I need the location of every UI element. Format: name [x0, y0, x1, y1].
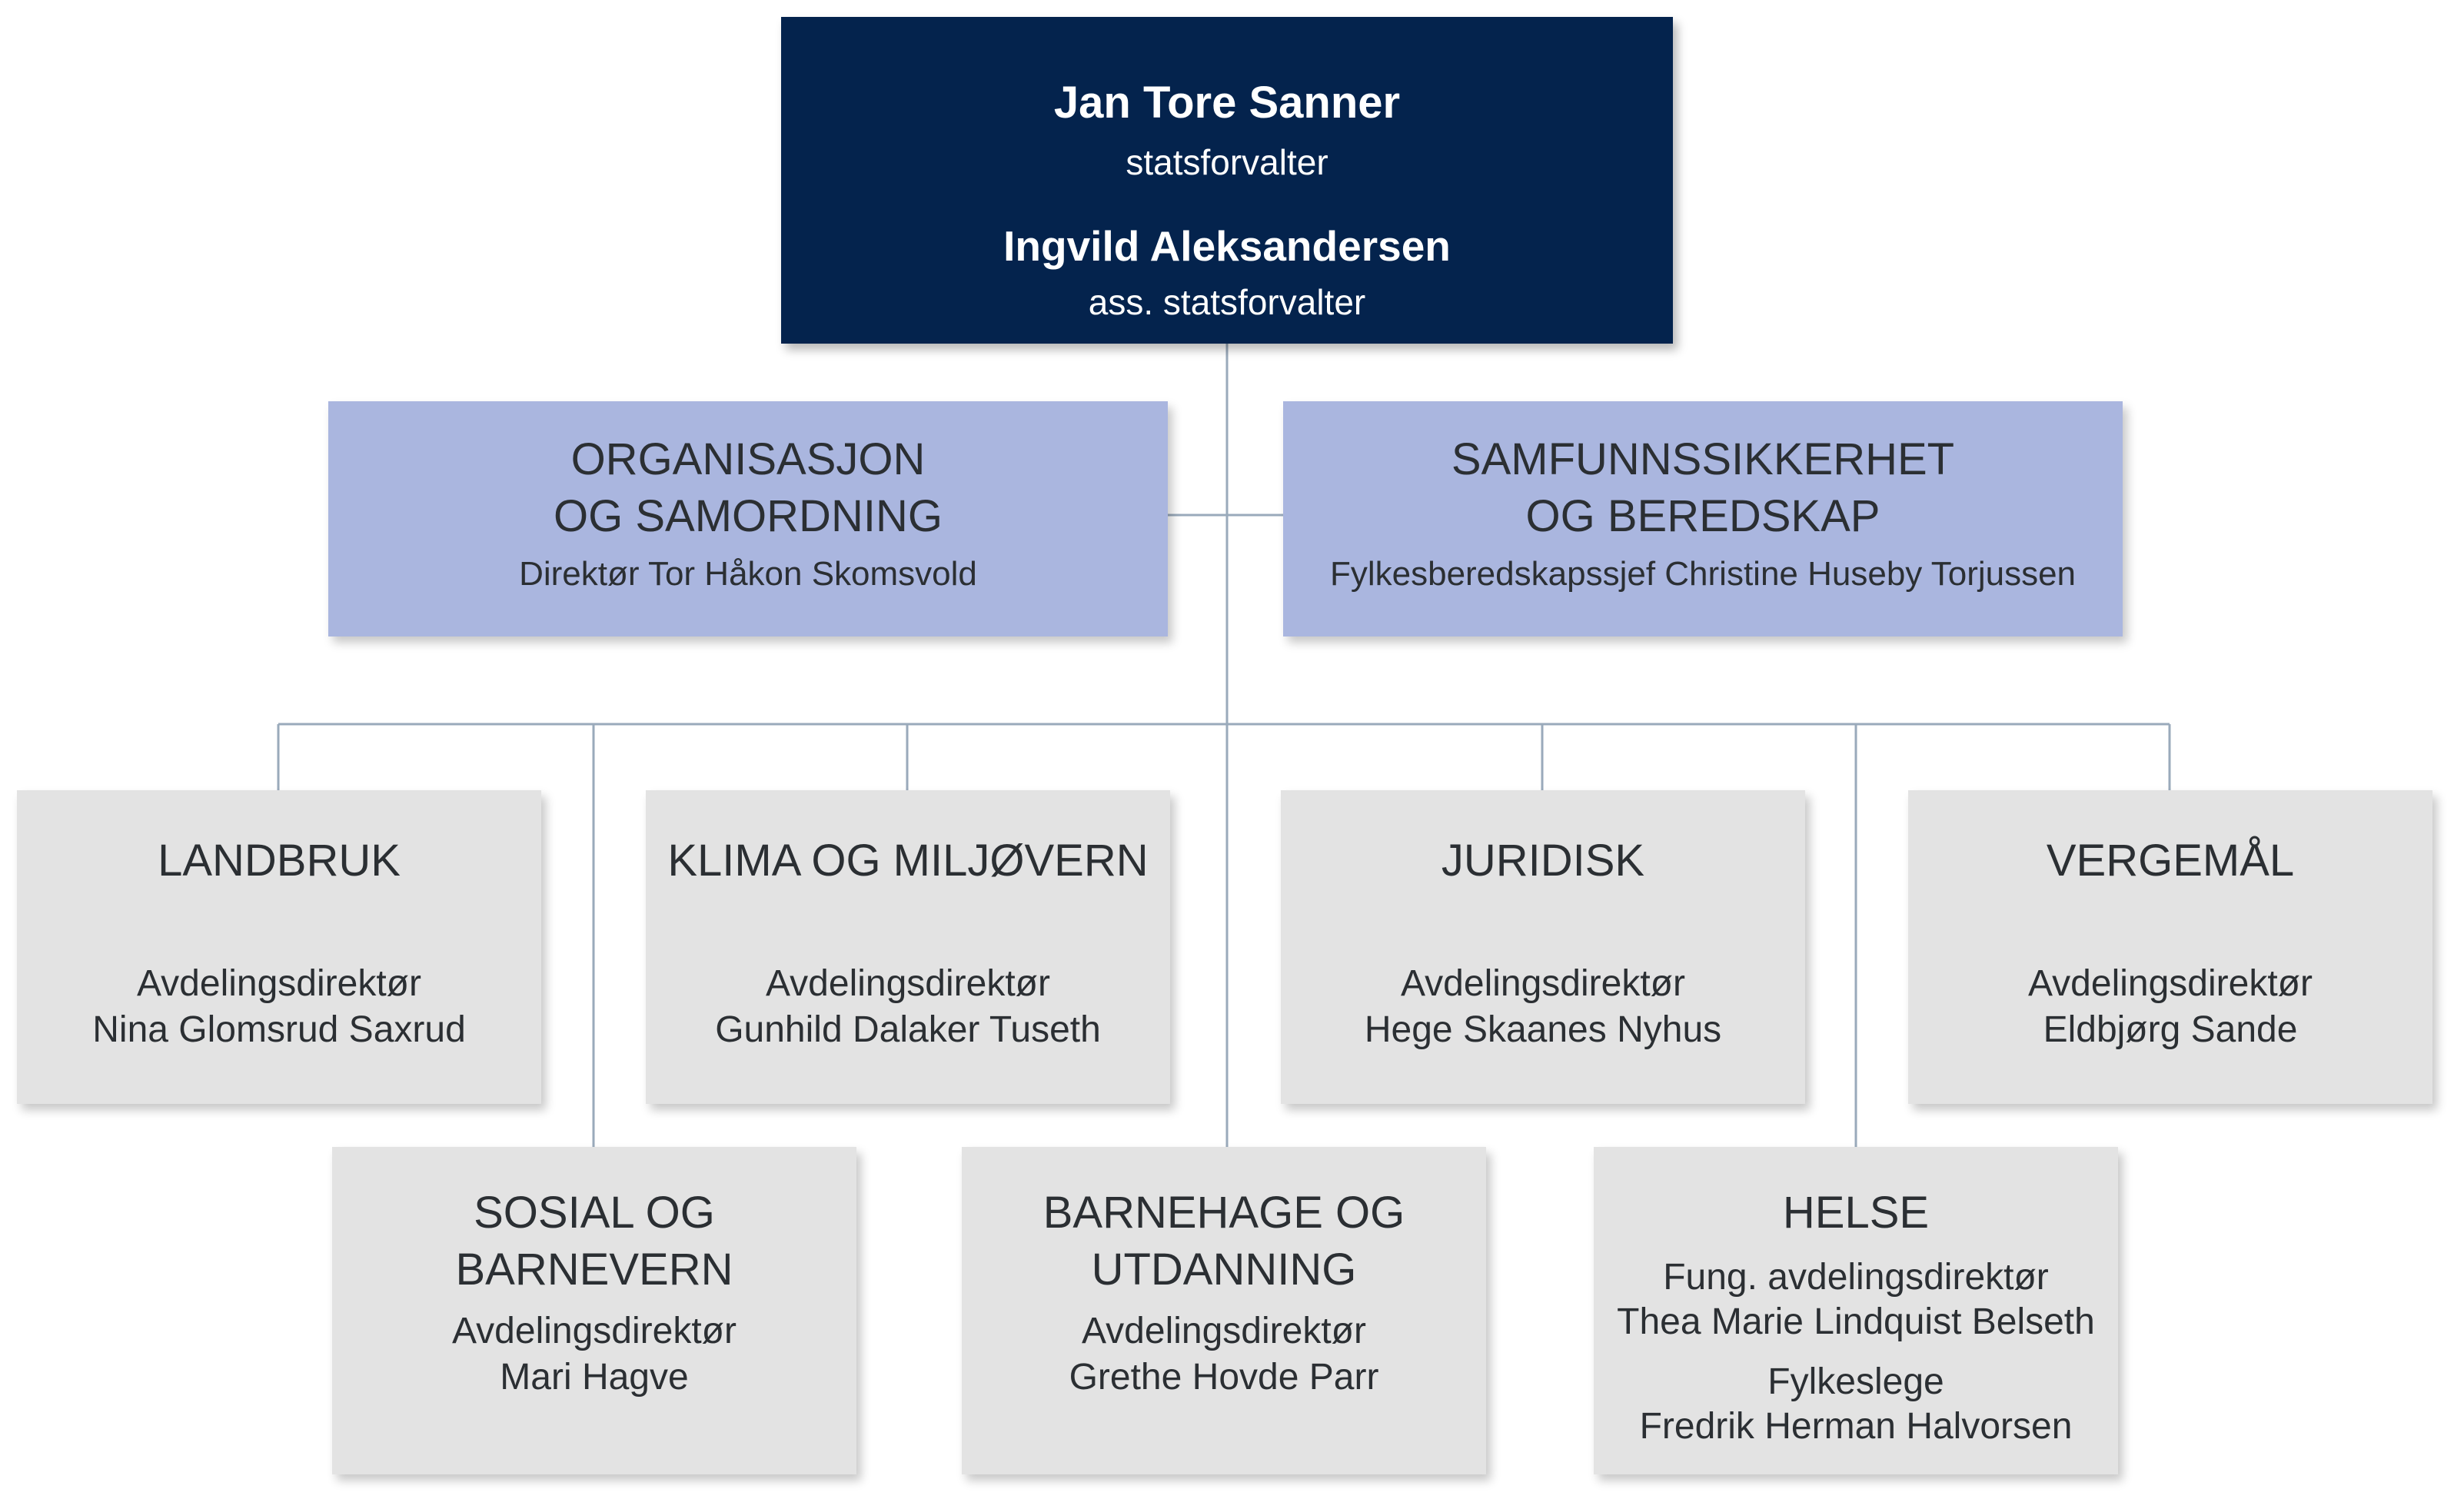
- assistant-name: Ingvild Aleksandersen: [1003, 222, 1451, 270]
- department-role-secondary: Fylkeslege: [1767, 1361, 1944, 1402]
- department-head: Grethe Hovde Parr: [1069, 1357, 1379, 1398]
- department-box-klima: KLIMA OG MILJØVERN Avdelingsdirektør Gun…: [646, 790, 1170, 1104]
- department-box-vergemal: VERGEMÅL Avdelingsdirektør Eldbjørg Sand…: [1908, 790, 2432, 1104]
- department-title: LANDBRUK: [158, 836, 401, 886]
- department-box-juridisk: JURIDISK Avdelingsdirektør Hege Skaanes …: [1281, 790, 1805, 1104]
- staff-title-line1: SAMFUNNSSIKKERHET: [1451, 434, 1955, 484]
- department-box-sosial: SOSIAL OG BARNEVERN Avdelingsdirektør Ma…: [332, 1147, 856, 1474]
- department-box-barnehage: BARNEHAGE OG UTDANNING Avdelingsdirektør…: [962, 1147, 1486, 1474]
- staff-title-line1: ORGANISASJON: [570, 434, 926, 484]
- staff-director: Fylkesberedskapssjef Christine Huseby To…: [1329, 555, 2077, 593]
- staff-director: Direktør Tor Håkon Skomsvold: [519, 555, 977, 593]
- leader-name: Jan Tore Sanner: [1053, 78, 1401, 128]
- department-head: Gunhild Dalaker Tuseth: [715, 1009, 1101, 1050]
- department-head: Eldbjørg Sande: [2043, 1009, 2298, 1050]
- department-title-line1: SOSIAL OG: [474, 1188, 715, 1238]
- department-head: Hege Skaanes Nyhus: [1364, 1009, 1722, 1050]
- department-role: Avdelingsdirektør: [1401, 963, 1685, 1004]
- department-title-line2: BARNEVERN: [455, 1245, 733, 1295]
- staff-box-samfunnssikkerhet: SAMFUNNSSIKKERHET OG BEREDSKAP Fylkesber…: [1283, 401, 2123, 637]
- department-role: Avdelingsdirektør: [452, 1311, 737, 1351]
- department-role: Avdelingsdirektør: [137, 963, 421, 1004]
- department-box-landbruk: LANDBRUK Avdelingsdirektør Nina Glomsrud…: [17, 790, 541, 1104]
- department-head: Mari Hagve: [500, 1357, 689, 1398]
- staff-title-line2: OG SAMORDNING: [554, 491, 943, 541]
- leadership-box: Jan Tore Sanner statsforvalter Ingvild A…: [781, 17, 1673, 344]
- department-box-helse: HELSE Fung. avdelingsdirektør Thea Marie…: [1594, 1147, 2118, 1474]
- department-head-secondary: Fredrik Herman Halvorsen: [1639, 1406, 2073, 1447]
- department-title: KLIMA OG MILJØVERN: [667, 836, 1149, 886]
- department-role: Avdelingsdirektør: [2028, 963, 2313, 1004]
- department-head: Thea Marie Lindquist Belseth: [1617, 1301, 2095, 1342]
- department-title: HELSE: [1782, 1188, 1930, 1238]
- assistant-title: ass. statsforvalter: [1088, 282, 1366, 322]
- department-role: Avdelingsdirektør: [1082, 1311, 1366, 1351]
- department-role: Avdelingsdirektør: [766, 963, 1050, 1004]
- department-head: Nina Glomsrud Saxrud: [92, 1009, 466, 1050]
- staff-title-line2: OG BEREDSKAP: [1525, 491, 1880, 541]
- department-role: Fung. avdelingsdirektør: [1663, 1257, 2049, 1298]
- department-title: JURIDISK: [1441, 836, 1645, 886]
- department-title-line1: BARNEHAGE OG: [1042, 1188, 1405, 1238]
- leader-title: statsforvalter: [1126, 142, 1328, 182]
- staff-box-organisasjon: ORGANISASJON OG SAMORDNING Direktør Tor …: [328, 401, 1168, 637]
- department-title-line2: UTDANNING: [1091, 1245, 1357, 1295]
- department-title: VERGEMÅL: [2046, 836, 2295, 886]
